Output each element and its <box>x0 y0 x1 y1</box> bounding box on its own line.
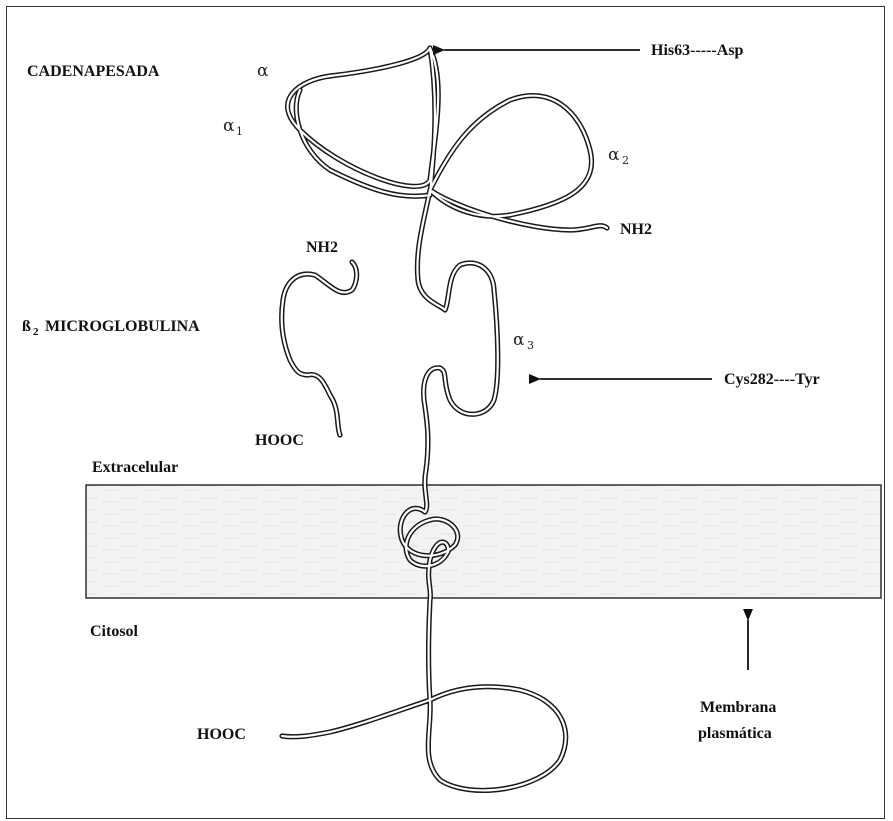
his63-asp-mutation-label: His63-----Asp <box>651 42 744 59</box>
alpha3-domain-label: α <box>513 330 525 350</box>
beta2-subscript: 2 <box>33 326 39 338</box>
alpha3-subscript: 3 <box>527 339 534 352</box>
heavy-chain-label: CADENAPESADA <box>27 63 160 80</box>
beta2-prefix: ß <box>22 318 31 335</box>
beta2-hooc-label: HOOC <box>255 432 304 449</box>
beta2-microglobulin-label: MICROGLOBULINA <box>45 318 200 335</box>
alpha1-subscript: 1 <box>236 125 243 138</box>
cys282-tyr-mutation-label: Cys282----Tyr <box>724 371 820 388</box>
alpha1-domain-label: α <box>223 116 235 136</box>
plasma-membrane <box>86 485 881 598</box>
cytosol-label: Citosol <box>90 623 139 640</box>
alpha2-domain-label: α <box>608 145 620 165</box>
membrane-label-line2: plasmática <box>698 725 772 742</box>
beta2-microglobulin-chain <box>282 262 357 435</box>
heavy-chain-hooc-label: HOOC <box>197 726 246 743</box>
beta2-nh2-label: NH2 <box>306 239 338 256</box>
heavy-chain <box>282 48 607 790</box>
extracellular-label: Extracelular <box>92 459 178 476</box>
alpha2-subscript: 2 <box>622 154 629 167</box>
membrane-label-line1: Membrana <box>700 699 776 716</box>
heavy-chain-nh2-label: NH2 <box>620 221 652 238</box>
heavy-chain-alpha-symbol: α <box>257 61 269 81</box>
